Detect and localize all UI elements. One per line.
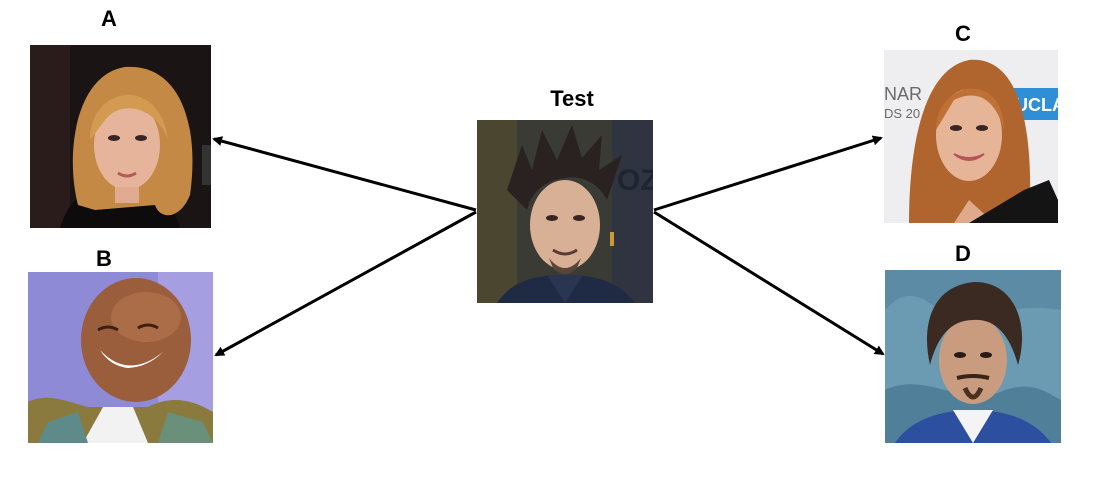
arrow-to-d [653, 210, 885, 356]
photo-c: UCLA NAR DS 20 [884, 50, 1058, 223]
arrow-to-a [212, 136, 477, 212]
photo-d [885, 270, 1061, 443]
svg-text:OZ: OZ [617, 164, 653, 197]
label-a: A [101, 6, 117, 31]
label-d: D [955, 241, 971, 266]
label-c: C [955, 21, 971, 46]
svg-text:NAR: NAR [884, 84, 922, 104]
label-b: B [96, 246, 112, 271]
svg-text:UCLA: UCLA [1015, 95, 1058, 115]
photo-b [28, 272, 213, 443]
photo-a [30, 45, 211, 228]
arrow-to-b [214, 210, 477, 357]
svg-text:DS 20: DS 20 [884, 106, 920, 121]
arrow-to-c [653, 135, 883, 212]
photo-test: OZ [477, 120, 653, 303]
label-test: Test [550, 86, 594, 111]
